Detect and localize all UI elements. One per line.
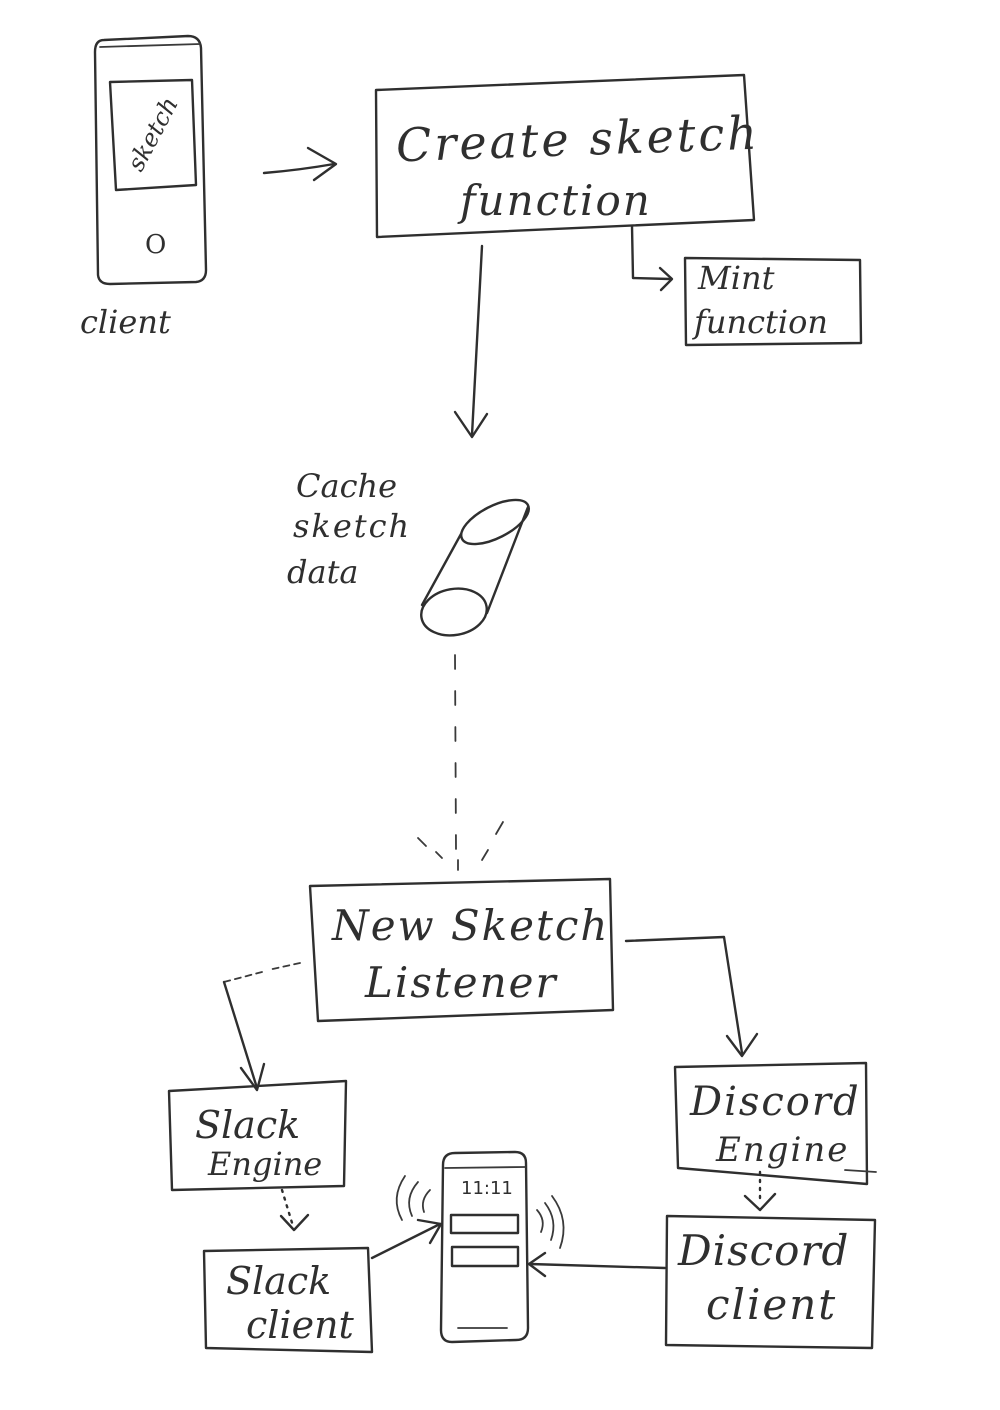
arrow-discord-client-to-phone: [527, 1251, 667, 1278]
notification-phone-icon: [439, 1150, 530, 1344]
arrow-client-to-create: [262, 146, 338, 182]
dashed-connector-cache-to-listener: [417, 654, 504, 871]
listener-label-line2: Listener: [365, 958, 558, 1007]
discord-engine-box: [673, 1061, 869, 1186]
cache-label-line3: data: [287, 553, 359, 591]
create-sketch-function-line1: Create sketch: [395, 105, 761, 173]
discord-engine-line1: Discord: [690, 1079, 861, 1125]
discord-client-line2: client: [706, 1280, 838, 1329]
discord-client-line1: Discord: [678, 1226, 850, 1275]
notification-phone-time: 11:11: [461, 1178, 513, 1199]
database-cylinder-icon: [420, 498, 530, 637]
client-phone-icon: [93, 34, 208, 286]
create-sketch-function-line2: function: [460, 176, 652, 225]
slack-engine-box: [167, 1079, 348, 1192]
mint-function-box: [683, 256, 863, 347]
listener-label-line1: New Sketch: [332, 901, 610, 950]
discord-client-box: [664, 1214, 877, 1350]
arrow-slack-client-to-phone: [370, 1218, 443, 1260]
cache-label-line2: sketch: [293, 507, 412, 545]
dotted-arrow-discord-engine-to-client: [743, 1170, 777, 1212]
slack-client-box: [202, 1246, 374, 1354]
create-sketch-function-box: [374, 73, 756, 239]
phone-button-glyph: O: [145, 230, 167, 260]
arrow-create-to-mint: [630, 224, 674, 292]
cache-label-line1: Cache: [296, 467, 398, 505]
slack-client-line2: client: [246, 1303, 354, 1347]
discord-engine-line2: Engine: [716, 1130, 850, 1170]
signal-waves-icon: [395, 1175, 565, 1249]
slack-engine-line1: Slack: [195, 1103, 301, 1147]
slack-engine-line2: Engine: [208, 1145, 323, 1183]
slack-client-line1: Slack: [226, 1259, 332, 1303]
arrow-listener-to-slack-engine: [222, 962, 301, 1092]
arrow-listener-to-discord-engine: [624, 935, 759, 1058]
listener-box: [308, 877, 615, 1023]
dotted-arrow-slack-engine-to-client: [279, 1188, 310, 1232]
client-label: client: [80, 303, 171, 341]
mint-function-line2: function: [694, 303, 828, 341]
mint-function-line1: Mint: [698, 259, 775, 297]
arrow-create-to-cache: [453, 244, 489, 439]
